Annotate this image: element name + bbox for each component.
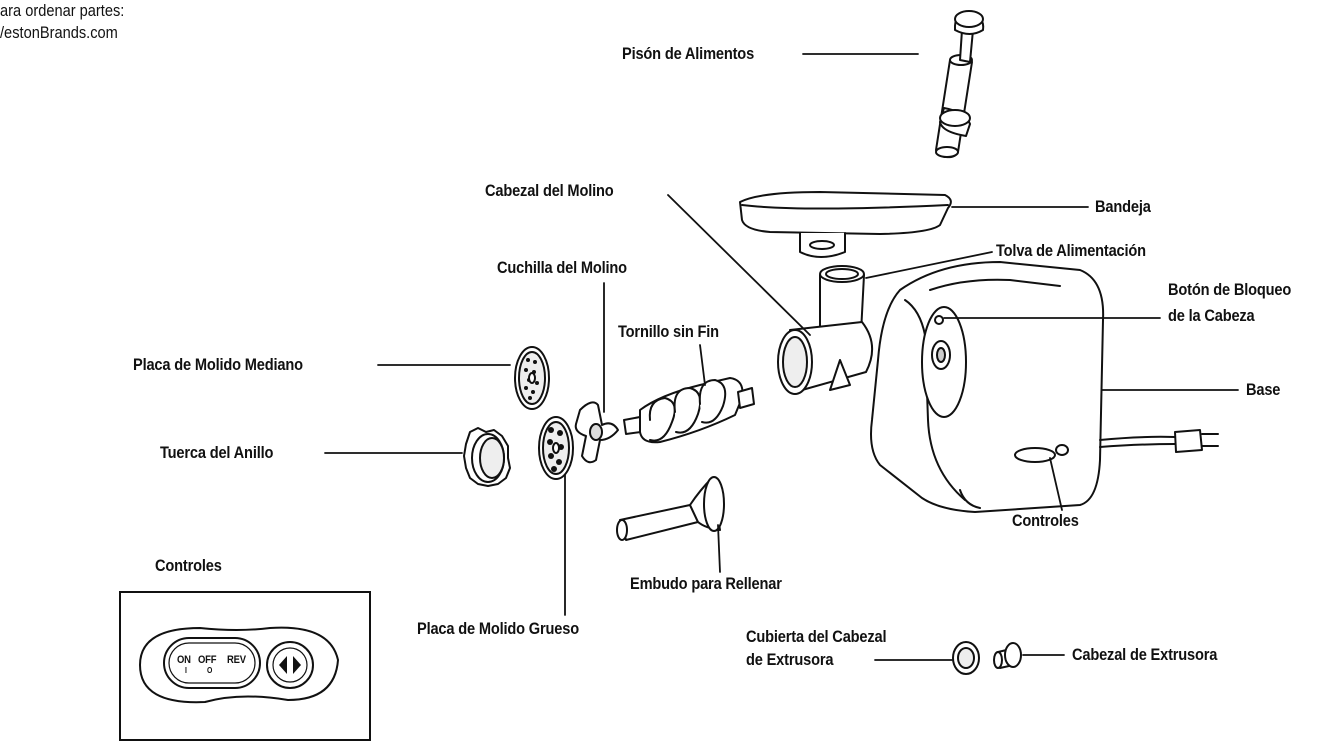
- base-drawing: [870, 261, 1219, 513]
- label-cubierta-line1: Cubierta del Cabezal: [746, 627, 887, 646]
- controls-inset-panel: [119, 591, 371, 741]
- ring-nut-drawing: [463, 427, 511, 487]
- label-boton-line1: Botón de Bloqueo: [1168, 280, 1292, 299]
- food-pusher-drawing: [935, 10, 985, 159]
- coarse-plate-drawing: [538, 416, 574, 480]
- label-cuchilla: Cuchilla del Molino: [497, 258, 627, 277]
- label-cabezal-molino: Cabezal del Molino: [485, 181, 614, 200]
- label-placa-mediano: Placa de Molido Mediano: [133, 355, 303, 374]
- left-right-arrows-icon: [279, 656, 301, 674]
- tray-drawing: [739, 191, 952, 258]
- medium-plate-drawing: [514, 346, 550, 410]
- extruder-head-cover-drawing: [952, 641, 980, 675]
- off-label: OFF: [198, 654, 217, 666]
- leader-lines: [324, 53, 1239, 661]
- label-cubierta-line2: de Extrusora: [746, 650, 834, 669]
- sausage-funnel-drawing: [616, 476, 725, 541]
- label-base: Base: [1246, 380, 1281, 399]
- on-mark: I: [185, 666, 187, 675]
- label-controles: Controles: [1012, 511, 1079, 530]
- leader-controles: [1049, 457, 1063, 511]
- extruder-head-drawing: [993, 642, 1022, 669]
- controls-inset-title: Controles: [155, 556, 222, 575]
- order-parts-line1: ara ordenar partes:: [0, 1, 125, 20]
- leader-tornillo: [699, 344, 706, 386]
- label-tolva: Tolva de Alimentación: [996, 241, 1146, 260]
- power-switch: [163, 637, 261, 689]
- label-pison: Pisón de Alimentos: [622, 44, 755, 63]
- rev-label: REV: [227, 654, 246, 666]
- leader-cabezal-molino: [667, 194, 811, 336]
- label-bandeja: Bandeja: [1095, 197, 1151, 216]
- label-embudo: Embudo para Rellenar: [630, 574, 782, 593]
- grinder-head-drawing: [777, 265, 873, 395]
- auger-drawing: [623, 377, 755, 444]
- order-parts-note: ara ordenar partes: /estonBrands.com: [0, 0, 124, 44]
- label-placa-grueso: Placa de Molido Grueso: [417, 619, 579, 638]
- label-boton-line2: de la Cabeza: [1168, 306, 1255, 325]
- on-label: ON: [177, 654, 191, 666]
- cutting-blade-drawing: [574, 401, 619, 464]
- label-tornillo: Tornillo sin Fin: [618, 322, 719, 341]
- leader-embudo: [717, 524, 721, 573]
- off-mark: O: [207, 666, 213, 675]
- label-tuerca: Tuerca del Anillo: [160, 443, 274, 462]
- leader-tolva: [865, 251, 993, 279]
- label-cabezal-extrusora: Cabezal de Extrusora: [1072, 645, 1218, 664]
- order-parts-website: /estonBrands.com: [0, 23, 118, 42]
